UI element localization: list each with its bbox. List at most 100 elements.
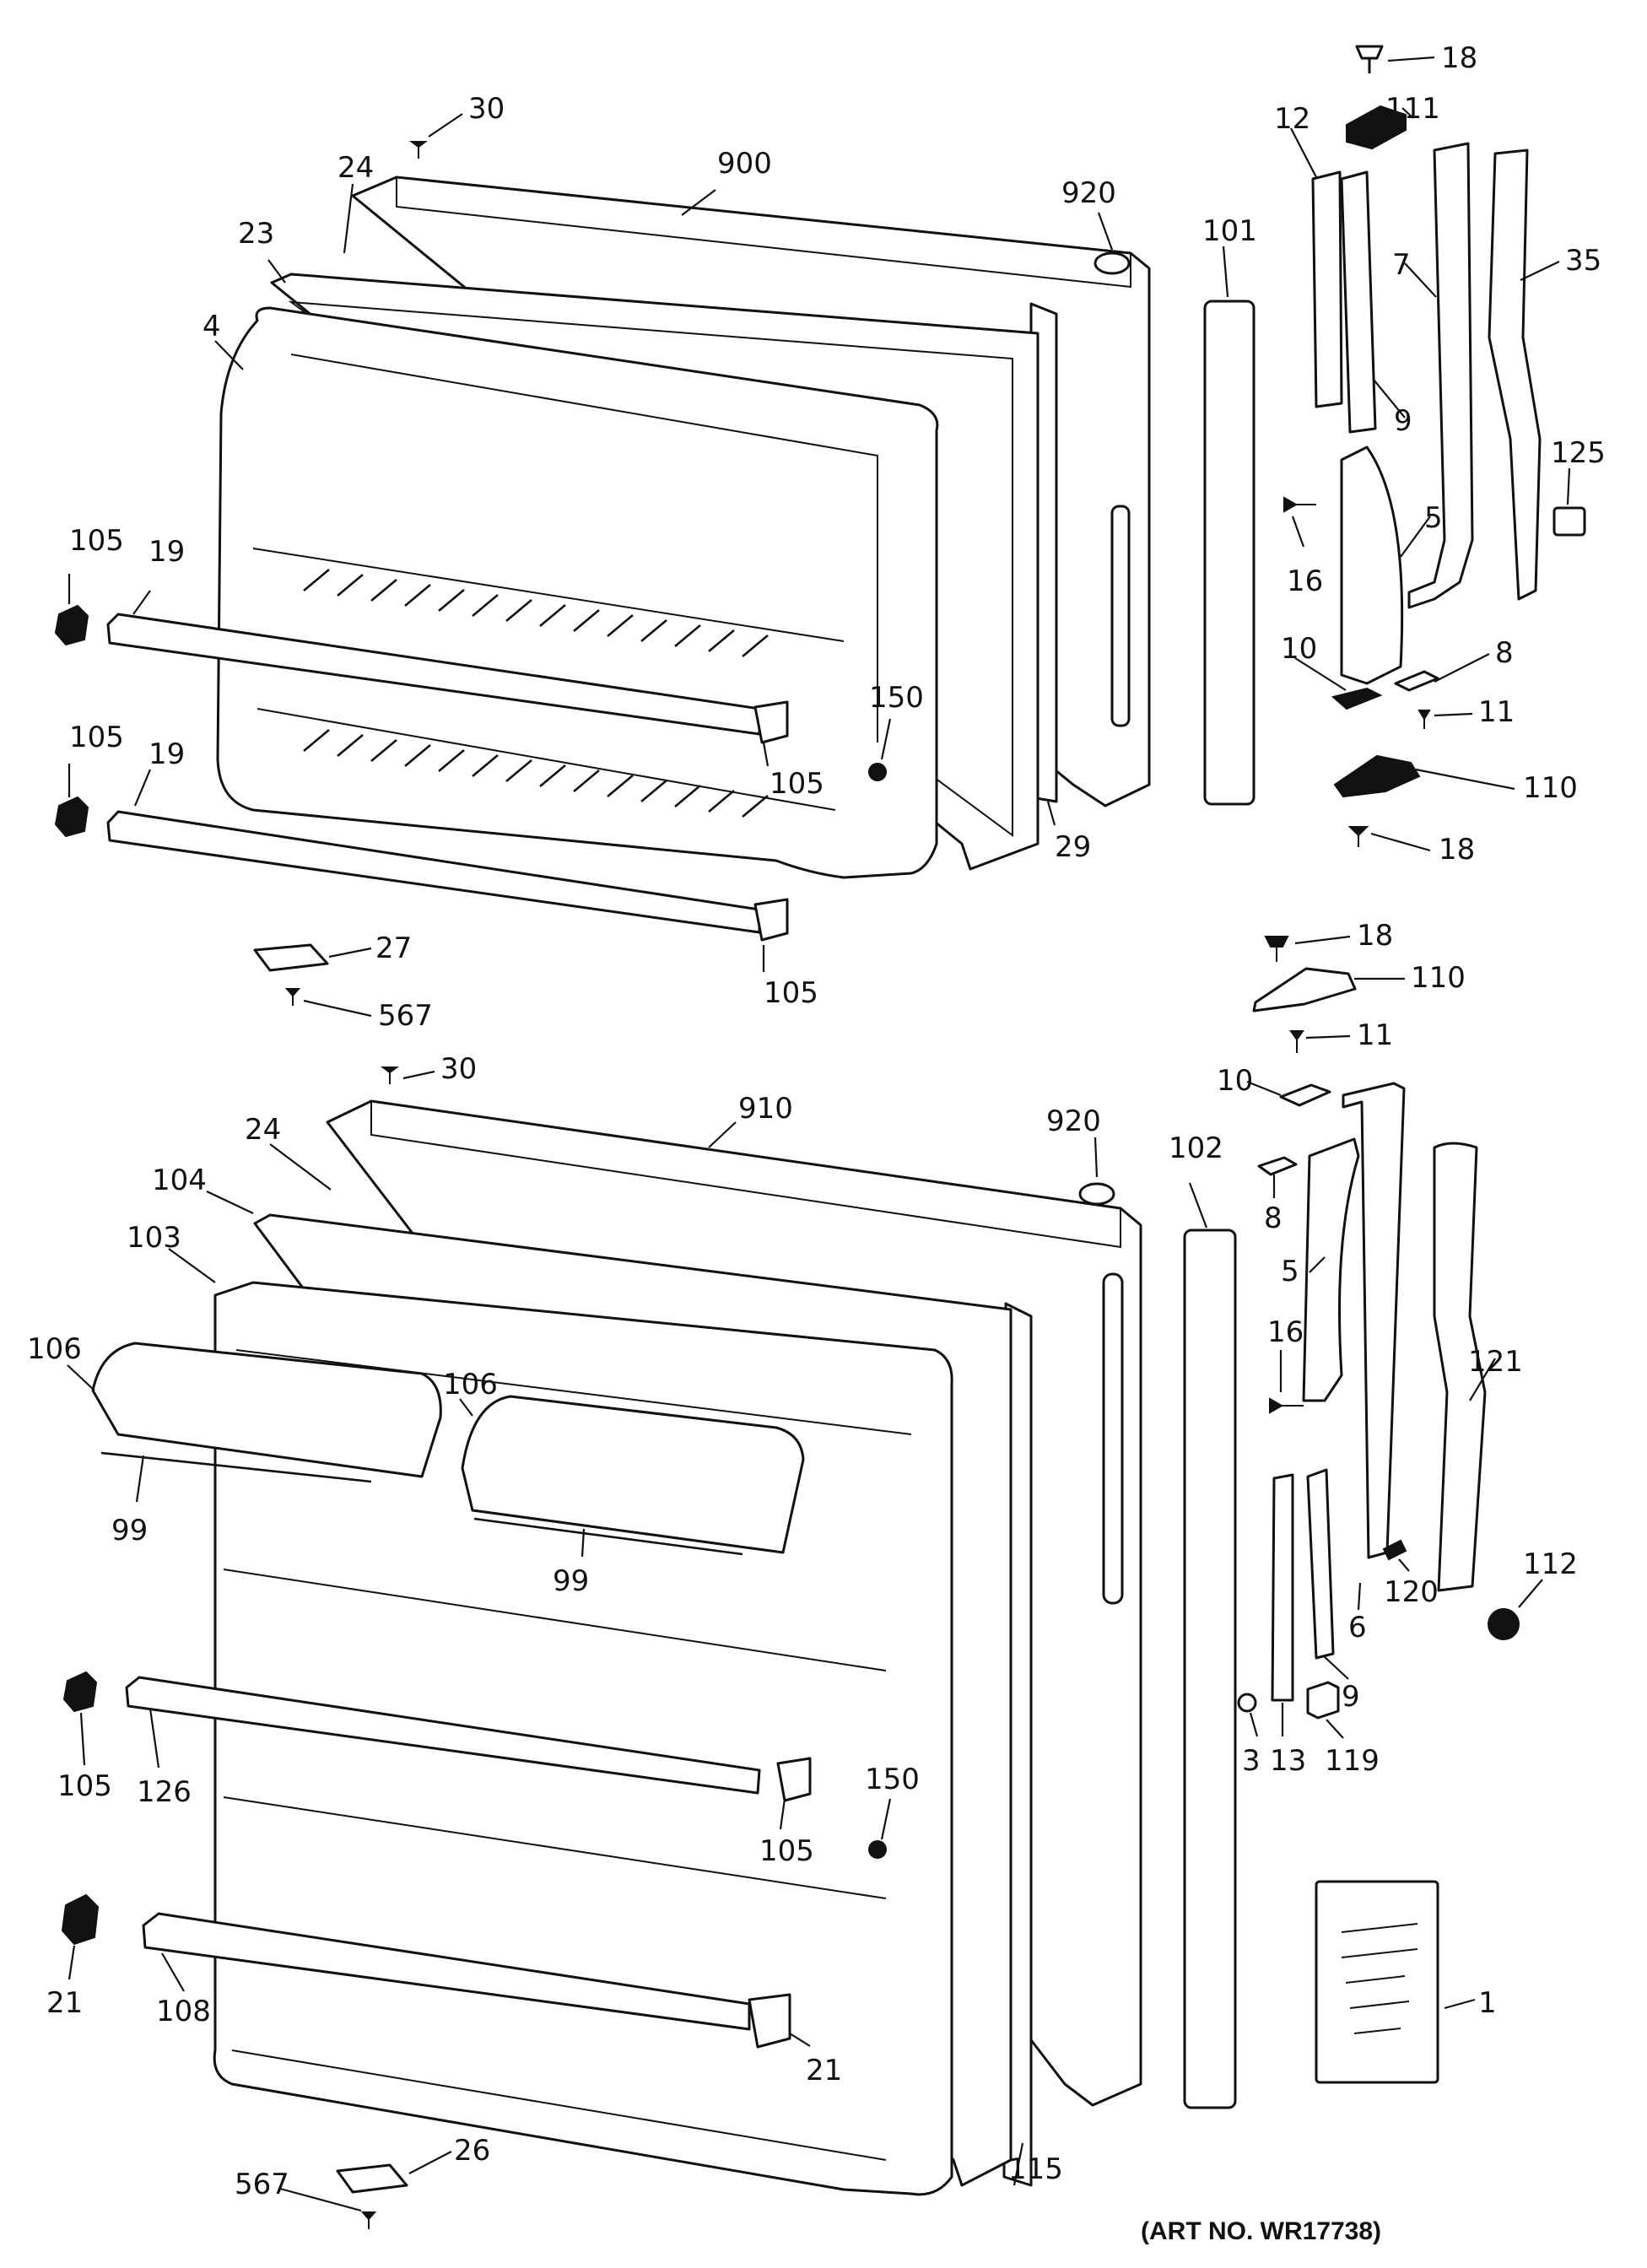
freezer-top-hinge-bracket [1346, 105, 1407, 150]
fresh-food-hinge-shim-8 [1257, 1156, 1298, 1176]
callout-label: 5 [1281, 1255, 1299, 1288]
callout-label: 9 [1342, 1680, 1360, 1714]
callout-label: 30 [468, 92, 505, 126]
fresh-food-handle-channel [1306, 1468, 1335, 1660]
callout-label: 8 [1495, 636, 1514, 670]
callout-label: 105 [69, 524, 124, 558]
callout-label: 99 [111, 1514, 148, 1547]
callout-label: 10 [1281, 632, 1317, 666]
callout-label: 8 [1264, 1202, 1282, 1235]
callout-label: 111 [1385, 92, 1440, 126]
callout-label: 30 [440, 1052, 477, 1086]
freezer-handle-cap-strip [1311, 170, 1343, 408]
freezer-inner-door-liner [216, 306, 939, 879]
callout-label: 16 [1267, 1315, 1304, 1349]
callout-label: 9 [1394, 404, 1412, 438]
callout-label: 5 [1424, 501, 1443, 535]
freezer-leader-lines [68, 113, 1114, 1018]
center-hinge-110 [1252, 967, 1357, 1012]
freezer-door-handle-recess [1110, 505, 1131, 727]
freezer-shelf-clip-left-lower [54, 796, 89, 838]
callout-label: 102 [1169, 1131, 1223, 1165]
callout-label: 21 [46, 1986, 83, 2020]
freezer-door-handle [1340, 446, 1404, 685]
callout-label: 11 [1478, 695, 1515, 729]
callout-label: 6 [1348, 1611, 1367, 1644]
fresh-food-shelf-bar-middle [125, 1676, 761, 1795]
callout-label: 99 [553, 1564, 589, 1598]
callout-label: 900 [717, 147, 772, 181]
callout-label: 105 [57, 1769, 112, 1803]
art-number: (ART NO. WR17738) [1141, 2217, 1381, 2245]
fresh-food-handle-cap-112 [1488, 1608, 1520, 1640]
callout-label: 18 [1357, 919, 1393, 953]
callout-label: 106 [27, 1332, 82, 1366]
freezer-hinge-bracket-10 [1331, 687, 1383, 710]
dairy-bin-left [91, 1342, 442, 1483]
callout-label: 126 [137, 1775, 192, 1809]
callout-label: 920 [1061, 176, 1116, 210]
callout-label: 150 [865, 1763, 920, 1796]
freezer-door-stop-screw [868, 763, 887, 781]
fresh-food-shelf-clip-right-upper [776, 1757, 812, 1802]
callout-label: 4 [202, 310, 221, 343]
freezer-hinge-arm [1407, 142, 1474, 609]
freezer-hinge-screw [284, 988, 301, 1006]
callout-label: 920 [1046, 1104, 1101, 1138]
fresh-food-handle-cap-strip [1271, 1473, 1294, 1702]
fresh-food-screw-120 [1382, 1539, 1407, 1561]
fresh-food-door-handle-recess [1102, 1272, 1124, 1605]
callout-label: 119 [1325, 1744, 1380, 1778]
callout-label: 104 [152, 1164, 207, 1197]
callout-label: 24 [245, 1113, 281, 1147]
callout-label: 13 [1270, 1744, 1306, 1778]
callout-label: 12 [1274, 102, 1310, 136]
fresh-food-top-hinge-arm [1342, 1082, 1406, 1559]
callout-label: 105 [69, 721, 124, 754]
fresh-food-leader-lines [67, 1070, 1099, 2212]
callout-label: 567 [378, 999, 433, 1033]
fresh-food-bar-clip-left [61, 1893, 100, 1946]
callout-label: 21 [806, 2054, 842, 2087]
freezer-trim-strip [1203, 300, 1256, 806]
fresh-food-top-screw [381, 1066, 399, 1084]
callout-label: 11 [1357, 1018, 1393, 1052]
callout-label: 103 [127, 1221, 181, 1255]
dairy-bin-right [461, 1395, 805, 1556]
callout-label: 121 [1468, 1345, 1523, 1379]
fresh-food-handle-parts [1183, 935, 1543, 2109]
freezer-handle-parts [1203, 45, 1586, 852]
callout-label: 18 [1439, 833, 1475, 867]
callout-label: 26 [454, 2134, 490, 2168]
fresh-food-washer-3 [1237, 1693, 1257, 1713]
callout-label: 106 [443, 1368, 498, 1401]
fresh-food-hinge-screw [360, 2211, 377, 2229]
callout-label: 16 [1287, 564, 1323, 598]
callout-label: 23 [238, 217, 274, 251]
callout-label: 10 [1217, 1064, 1253, 1098]
callout-label: 35 [1565, 244, 1601, 278]
fresh-food-door-plug [1078, 1182, 1115, 1206]
fresh-food-shelf-bar-bottom [142, 1912, 751, 2031]
freezer-shelf-ribs [303, 569, 769, 818]
callout-label: 105 [764, 976, 818, 1010]
callout-label: 18 [1441, 41, 1477, 75]
callout-label: 115 [1008, 2152, 1063, 2186]
freezer-door-plug [1094, 251, 1131, 275]
freezer-handle-screw-16 [1283, 496, 1316, 513]
freezer-shelf-clip-right-lower [753, 898, 789, 942]
center-hinge-screw-11 [1289, 1030, 1304, 1053]
freezer-handle-channel [1340, 170, 1377, 434]
fresh-food-handle-trim [1433, 1142, 1487, 1592]
callout-label: 101 [1202, 214, 1257, 248]
fresh-food-bottom-hinge-119 [1306, 1681, 1340, 1720]
callout-label: 120 [1384, 1575, 1439, 1609]
freezer-hinge-pin-screw [1355, 45, 1384, 73]
callout-labels: 18 111 30 12 24 900 920 101 7 35 23 4 9 … [27, 41, 1606, 2245]
freezer-hinge-plate [253, 943, 329, 972]
freezer-top-screw [409, 141, 428, 159]
fresh-food-door-stop-screw [868, 1840, 887, 1859]
callout-label: 7 [1392, 248, 1411, 282]
callout-label: 108 [156, 1995, 211, 2028]
